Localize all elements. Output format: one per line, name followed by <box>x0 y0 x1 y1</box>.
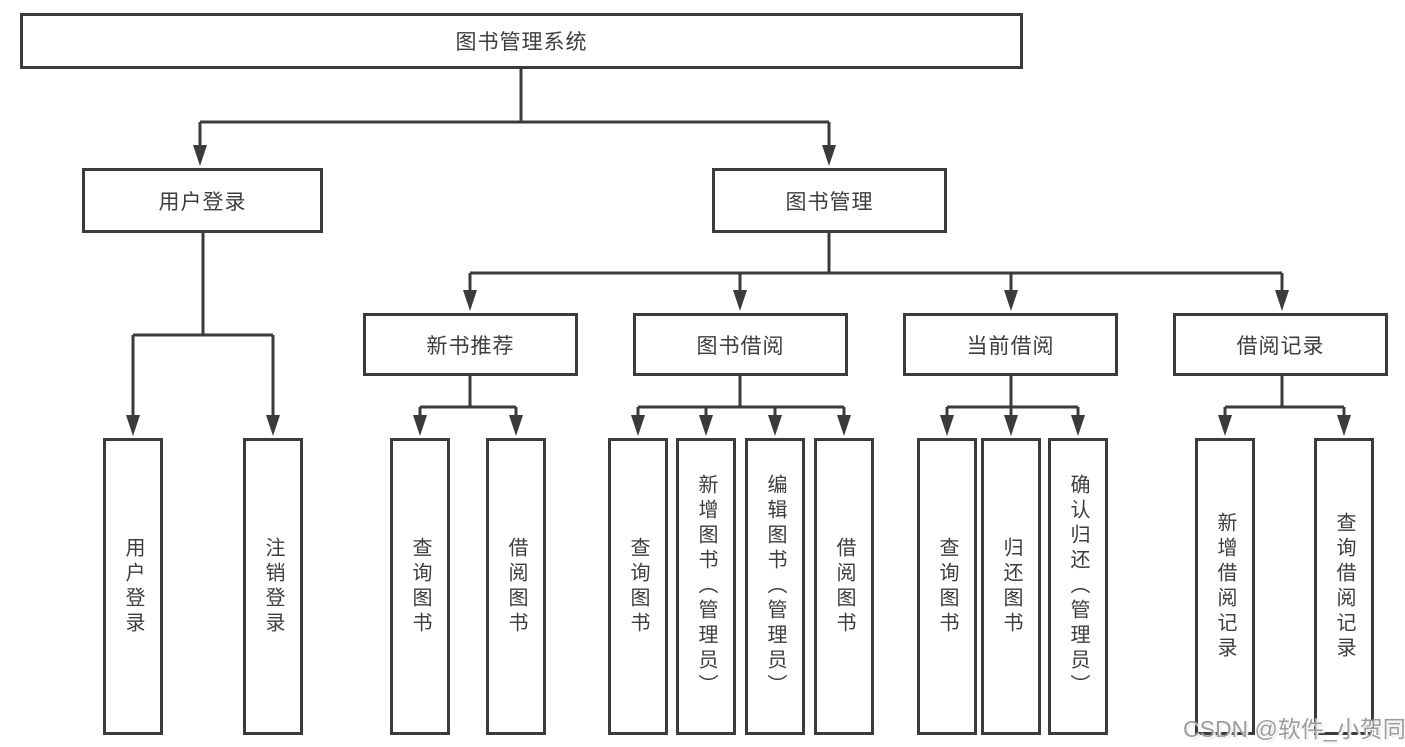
arrowhead <box>699 415 713 436</box>
csdn-watermark: CSDN @软件_小贺同学 <box>1183 716 1405 742</box>
node-label: 编辑图书（管理员） <box>764 474 786 699</box>
arrowhead <box>266 415 280 436</box>
node-label: 查询借阅记录 <box>1333 511 1355 662</box>
node-label: 新书推荐 <box>426 334 515 358</box>
arrowhead <box>193 145 207 166</box>
leaf-query-books-1: 查询图书 <box>390 438 450 735</box>
leaf-query-books-3: 查询图书 <box>917 438 977 735</box>
arrowhead <box>1071 415 1085 436</box>
arrowhead <box>413 415 427 436</box>
leaf-confirm-return-admin: 确认归还（管理员） <box>1048 438 1108 735</box>
node-label: 当前借阅 <box>966 334 1055 358</box>
leaf-return-books: 归还图书 <box>981 438 1041 735</box>
node-current-borrowing: 当前借阅 <box>903 313 1118 376</box>
arrowhead <box>837 415 851 436</box>
leaf-query-books-2: 查询图书 <box>608 438 668 735</box>
node-label: 注销登录 <box>262 536 284 637</box>
leaf-edit-books-admin: 编辑图书（管理员） <box>745 438 805 735</box>
node-book-management: 图书管理 <box>712 168 947 233</box>
arrowhead <box>733 290 747 311</box>
arrowhead <box>631 415 645 436</box>
node-label: 新增借阅记录 <box>1214 511 1236 662</box>
node-user-login: 用户登录 <box>82 168 323 233</box>
node-label: 借阅记录 <box>1236 334 1325 358</box>
node-label: 借阅图书 <box>833 536 855 637</box>
node-label: 新增图书（管理员） <box>695 474 717 699</box>
leaf-logout: 注销登录 <box>243 438 303 735</box>
node-new-book-recommendation: 新书推荐 <box>363 313 578 376</box>
node-label: 图书管理 <box>785 190 874 214</box>
arrowhead <box>463 290 477 311</box>
leaf-add-books-admin: 新增图书（管理员） <box>676 438 736 735</box>
arrowhead <box>1275 290 1289 311</box>
node-label: 查询图书 <box>627 536 649 637</box>
node-label: 用户登录 <box>122 536 144 637</box>
arrowhead <box>1337 415 1351 436</box>
leaf-add-borrowing-record: 新增借阅记录 <box>1195 438 1255 735</box>
node-label: 查询图书 <box>409 536 431 637</box>
arrowhead <box>768 415 782 436</box>
leaf-borrow-books-1: 借阅图书 <box>486 438 546 735</box>
connector-arrowheads <box>126 145 1351 436</box>
arrowhead <box>509 415 523 436</box>
leaf-query-borrowing-record: 查询借阅记录 <box>1314 438 1374 735</box>
leaf-user-login: 用户登录 <box>103 438 163 735</box>
arrowhead <box>822 145 836 166</box>
arrowhead <box>940 415 954 436</box>
node-root-library-management-system: 图书管理系统 <box>20 13 1023 69</box>
node-label: 图书借阅 <box>696 334 785 358</box>
arrowhead <box>126 415 140 436</box>
node-label: 借阅图书 <box>505 536 527 637</box>
leaf-borrow-books-2: 借阅图书 <box>814 438 874 735</box>
node-borrowing-records: 借阅记录 <box>1173 313 1388 376</box>
arrowhead <box>1004 415 1018 436</box>
node-label: 图书管理系统 <box>455 31 588 54</box>
node-label: 查询图书 <box>936 536 958 637</box>
arrowhead <box>1004 290 1018 311</box>
node-label: 归还图书 <box>1000 536 1022 637</box>
node-book-borrowing: 图书借阅 <box>633 313 848 376</box>
node-label: 确认归还（管理员） <box>1067 474 1089 699</box>
arrowhead <box>1218 415 1232 436</box>
node-label: 用户登录 <box>158 190 247 214</box>
